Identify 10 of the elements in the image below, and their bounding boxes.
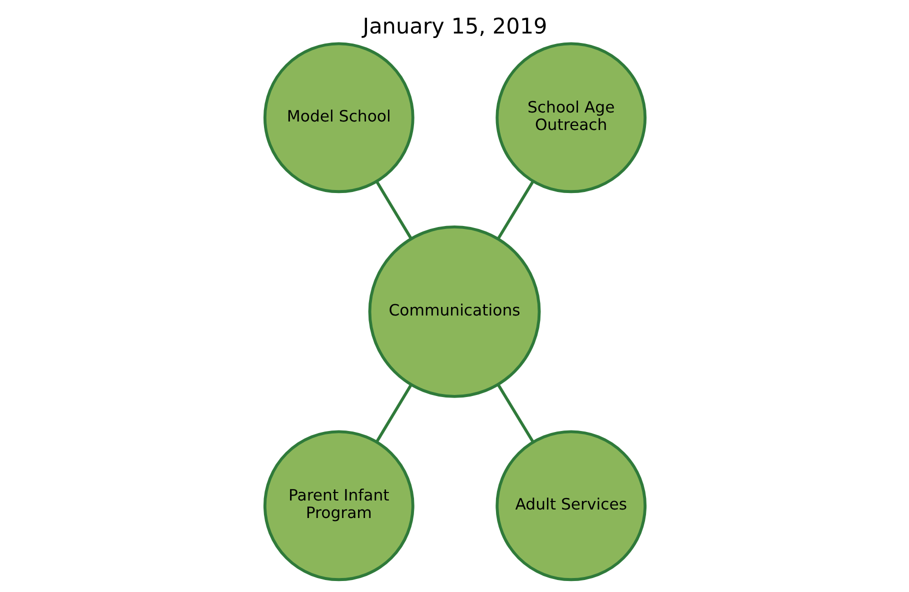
connector [496, 384, 534, 443]
node-circle: School Age Outreach [495, 42, 646, 194]
node-circle: Model School [262, 42, 414, 194]
node-circle: Parent Infant Program [262, 430, 414, 582]
node-circle: Communications [368, 225, 540, 398]
connector [375, 180, 412, 240]
diagram-title: January 15, 2019 [362, 14, 547, 40]
connector [496, 180, 534, 240]
node-circle: Adult Services [495, 430, 646, 582]
connector [374, 384, 412, 443]
